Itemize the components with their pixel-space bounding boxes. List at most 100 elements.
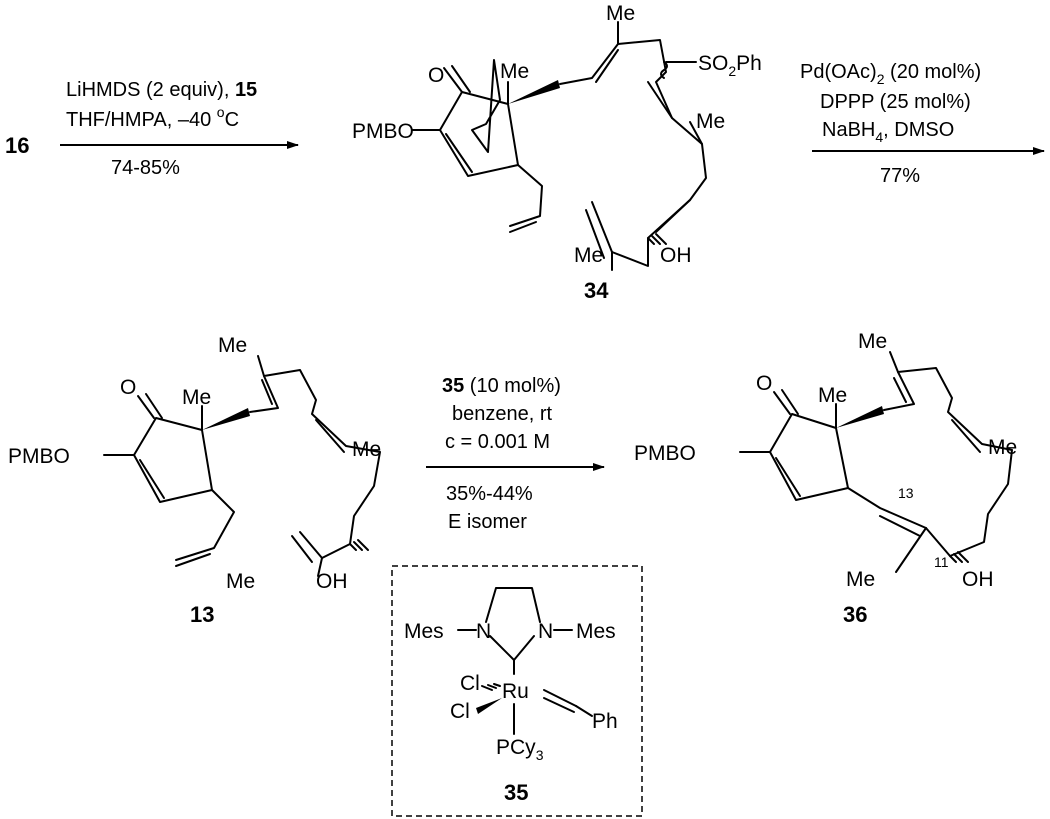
c36-double2: [951, 419, 981, 453]
c13-me-top: Me: [218, 334, 247, 357]
c13-pmbo: PMBO: [8, 445, 70, 468]
c36-co: [781, 389, 799, 415]
c34-lower-chain: [611, 199, 691, 267]
c36-ring: [769, 413, 849, 501]
c13-co: [145, 393, 163, 419]
cat-ph: Ph: [592, 710, 618, 733]
cat-cl-top: Cl: [460, 672, 480, 695]
c36-hashed: [949, 551, 969, 563]
c13-co-2: [137, 395, 155, 419]
cat-carbene-ph: [575, 705, 593, 717]
c36-o: O: [756, 372, 772, 395]
c36-me-top: Me: [858, 330, 887, 353]
c36-oh: OH: [962, 568, 994, 591]
c13-me-low: Me: [226, 570, 255, 593]
c13-allyl: [175, 489, 235, 561]
step3-isomer: E isomer: [448, 511, 527, 533]
compound-34-label: 34: [584, 278, 609, 303]
compound-36: Me O Me PMBO Me 13 11 Me OH 36: [634, 330, 1017, 627]
cat-cl-bottom: Cl: [450, 700, 470, 723]
c13-oh: OH: [316, 570, 348, 593]
c34-isopropenyl: [591, 201, 613, 253]
c34-o: O: [428, 64, 444, 87]
c34-pmbo: PMBO: [352, 120, 414, 143]
c36-me-low-bond: [895, 527, 927, 573]
c34-allyl-double: [509, 221, 537, 233]
c34-co: [451, 65, 471, 93]
c34-hashed: [647, 233, 667, 245]
c36-pmbo: PMBO: [634, 442, 696, 465]
compound-34: Me O Me PMBO SO2Ph Me Me OH 34: [352, 2, 762, 303]
c13-double2: [315, 419, 345, 453]
cat-cl-hash: [481, 683, 501, 691]
step1-conditions: LiHMDS (2 equiv), 15 THF/HMPA, –40 oC 74…: [66, 79, 257, 179]
c34-me-mid-bond: [689, 121, 703, 145]
step1-yield: 74-85%: [111, 157, 180, 179]
c36-wedge: [836, 406, 884, 428]
c34-me-ring: Me: [500, 60, 529, 83]
c34-chain-double2: [647, 81, 673, 119]
cat-mes-right: Mes: [576, 620, 616, 643]
c36-me-mid: Me: [988, 436, 1017, 459]
c36-c13: 13: [898, 485, 914, 501]
c13-chain: [249, 369, 381, 559]
c34-so2ph: SO2Ph: [698, 52, 762, 79]
c36-macrocycle-bottom: [847, 487, 927, 529]
c36-me-low: Me: [846, 568, 875, 591]
compound-16-label: 16: [5, 133, 29, 158]
step1-solvent-line: THF/HMPA, –40 oC: [66, 104, 239, 131]
c13-isopropenyl: [291, 531, 323, 563]
c34-chain-double1: [595, 49, 619, 83]
step2-nabh-line: NaBH4, DMSO: [822, 119, 954, 145]
c34-me-low: Me: [574, 244, 603, 267]
c34-me-mid: Me: [696, 110, 725, 133]
cat-n-right: N: [538, 620, 553, 643]
c36-c11: 11: [934, 554, 949, 570]
cat-cl-wedge: [476, 698, 502, 714]
compound-36-label: 36: [843, 602, 867, 627]
catalyst-35: Mes N N Mes Cl Ru Cl Ph PCy3 35: [391, 565, 643, 817]
step3-conc-line: c = 0.001 M: [445, 431, 550, 453]
c34-wedge: [508, 80, 560, 104]
cat-imidazolidine-bottom: [489, 635, 535, 661]
c13-me-top-bond: [257, 355, 265, 377]
c34-allyl: [509, 164, 543, 227]
step3-yield: 35%-44%: [446, 483, 533, 505]
c13-allyl-double: [175, 553, 211, 567]
c36-me-ring: Me: [818, 384, 847, 407]
cat-ru-carbene-2: [543, 697, 575, 713]
c34-me-top: Me: [606, 2, 635, 25]
cat-mes-left: Mes: [404, 620, 444, 643]
c13-ring: [133, 417, 213, 503]
c13-hashed: [349, 539, 369, 551]
c36-co-2: [773, 391, 791, 415]
step1-reagent-line: LiHMDS (2 equiv), 15: [66, 79, 257, 101]
c13-wedge: [202, 408, 250, 430]
compound-13: Me O Me PMBO Me Me OH 13: [8, 334, 381, 627]
c13-double1: [261, 379, 273, 405]
c34-oh: OH: [660, 244, 692, 267]
c13-ring-double: [139, 459, 165, 499]
c36-double3: [879, 515, 921, 537]
c34-isopropenyl-double: [585, 209, 605, 259]
cat-ru: Ru: [502, 680, 529, 703]
step2-yield: 77%: [880, 165, 920, 187]
c13-me-low-bond: [317, 557, 323, 577]
c36-double1: [893, 377, 907, 403]
c13-o: O: [120, 376, 136, 399]
catalyst-box: [391, 565, 643, 817]
c34-chain: [559, 39, 707, 233]
c34-co-2: [443, 67, 463, 93]
c36-ring-double: [775, 457, 801, 497]
c36-me-top-bond: [889, 351, 899, 373]
c34-ring-outline: [439, 91, 519, 177]
compound-13-label: 13: [190, 602, 214, 627]
step2-pd-line: Pd(OAc)2 (20 mol%): [800, 61, 981, 87]
c34-ring-double: [445, 133, 473, 173]
step3-solvent-line: benzene, rt: [452, 403, 553, 425]
c13-me-ring: Me: [182, 386, 211, 409]
cat-n-left: N: [476, 620, 491, 643]
cat-imidazolidine-top: [485, 587, 541, 623]
step3-catalyst-line: 35 (10 mol%): [442, 375, 561, 397]
